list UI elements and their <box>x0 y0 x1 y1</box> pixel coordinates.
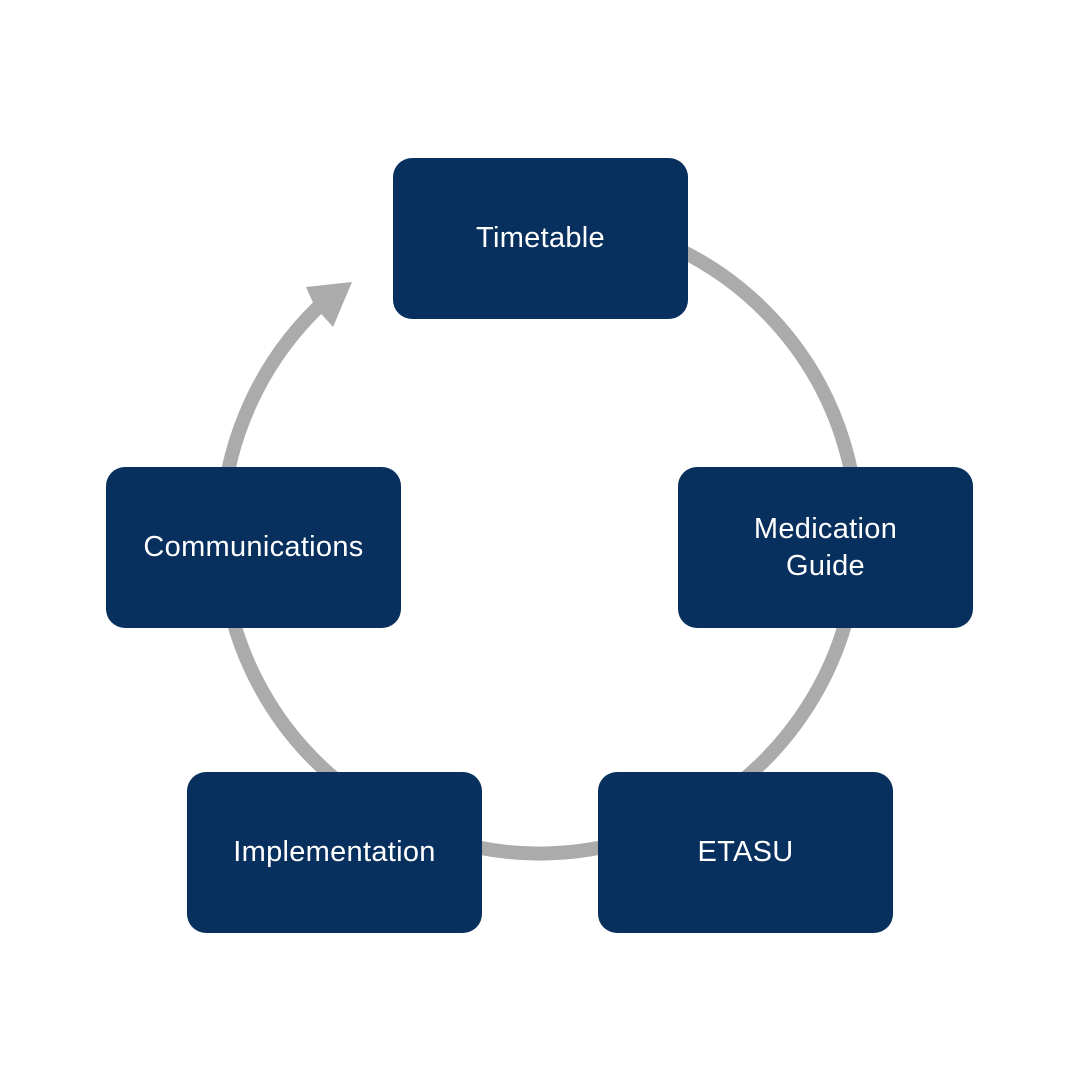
node-communications-label: Communications <box>143 531 364 563</box>
node-medication-guide: Medication Guide <box>678 467 973 628</box>
node-timetable: Timetable <box>393 158 688 319</box>
node-timetable-label: Timetable <box>476 222 605 254</box>
node-implementation: Implementation <box>187 772 482 933</box>
node-communications: Communications <box>106 467 401 628</box>
node-implementation-label: Implementation <box>233 836 436 868</box>
node-etasu-label: ETASU <box>697 836 794 868</box>
node-medication-guide-label: Medication Guide <box>753 512 898 582</box>
node-etasu: ETASU <box>598 772 893 933</box>
cycle-arrowhead-icon <box>306 282 352 327</box>
